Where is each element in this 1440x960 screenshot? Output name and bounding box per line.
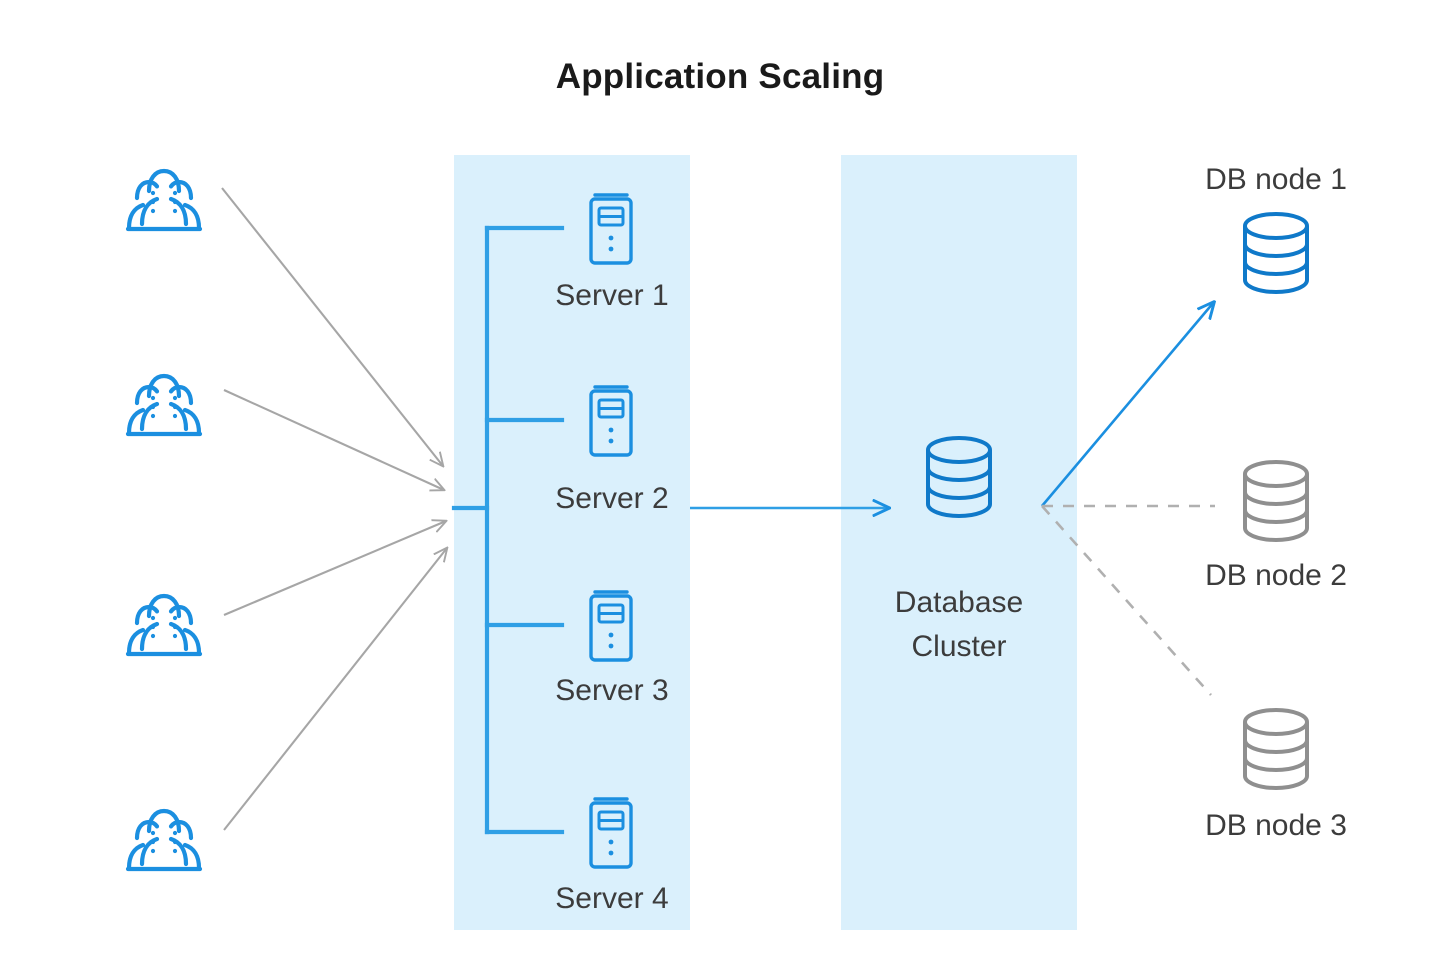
server-label-2: Server 2 [555, 482, 668, 515]
client-group-2[interactable] [128, 376, 200, 434]
client-arrow-3 [223, 521, 446, 616]
server-label-4: Server 4 [555, 882, 668, 915]
db-node-2-label: DB node 2 [1205, 559, 1347, 592]
client-to-loadbalancer-arrows [221, 187, 447, 831]
client-arrow-4 [223, 548, 447, 831]
db-node-3-label: DB node 3 [1205, 809, 1347, 842]
database-cluster-label-line1: Database [895, 586, 1023, 619]
db-node-3-icon[interactable] [1243, 708, 1309, 790]
client-group-4[interactable] [128, 811, 200, 869]
client-arrow-2 [223, 389, 444, 490]
cluster-to-dbnode3-dashed [1041, 505, 1212, 696]
db-node-1-label: DB node 1 [1205, 163, 1347, 196]
server-label-3: Server 3 [555, 674, 668, 707]
database-cluster-label-line2: Cluster [911, 630, 1006, 663]
database-tier-band [841, 155, 1077, 930]
db-node-1-icon[interactable] [1243, 212, 1309, 294]
client-group-1[interactable] [128, 171, 200, 229]
server-label-1: Server 1 [555, 279, 668, 312]
client-group-3[interactable] [128, 596, 200, 654]
client-arrow-1 [221, 187, 443, 466]
loadbalancer-tree-connector [451, 225, 565, 835]
cluster-to-dbnode1-arrow [1041, 302, 1214, 507]
db-node-2-icon[interactable] [1243, 460, 1309, 542]
application-tier-band [454, 155, 690, 930]
page-title: Application Scaling [556, 57, 885, 96]
